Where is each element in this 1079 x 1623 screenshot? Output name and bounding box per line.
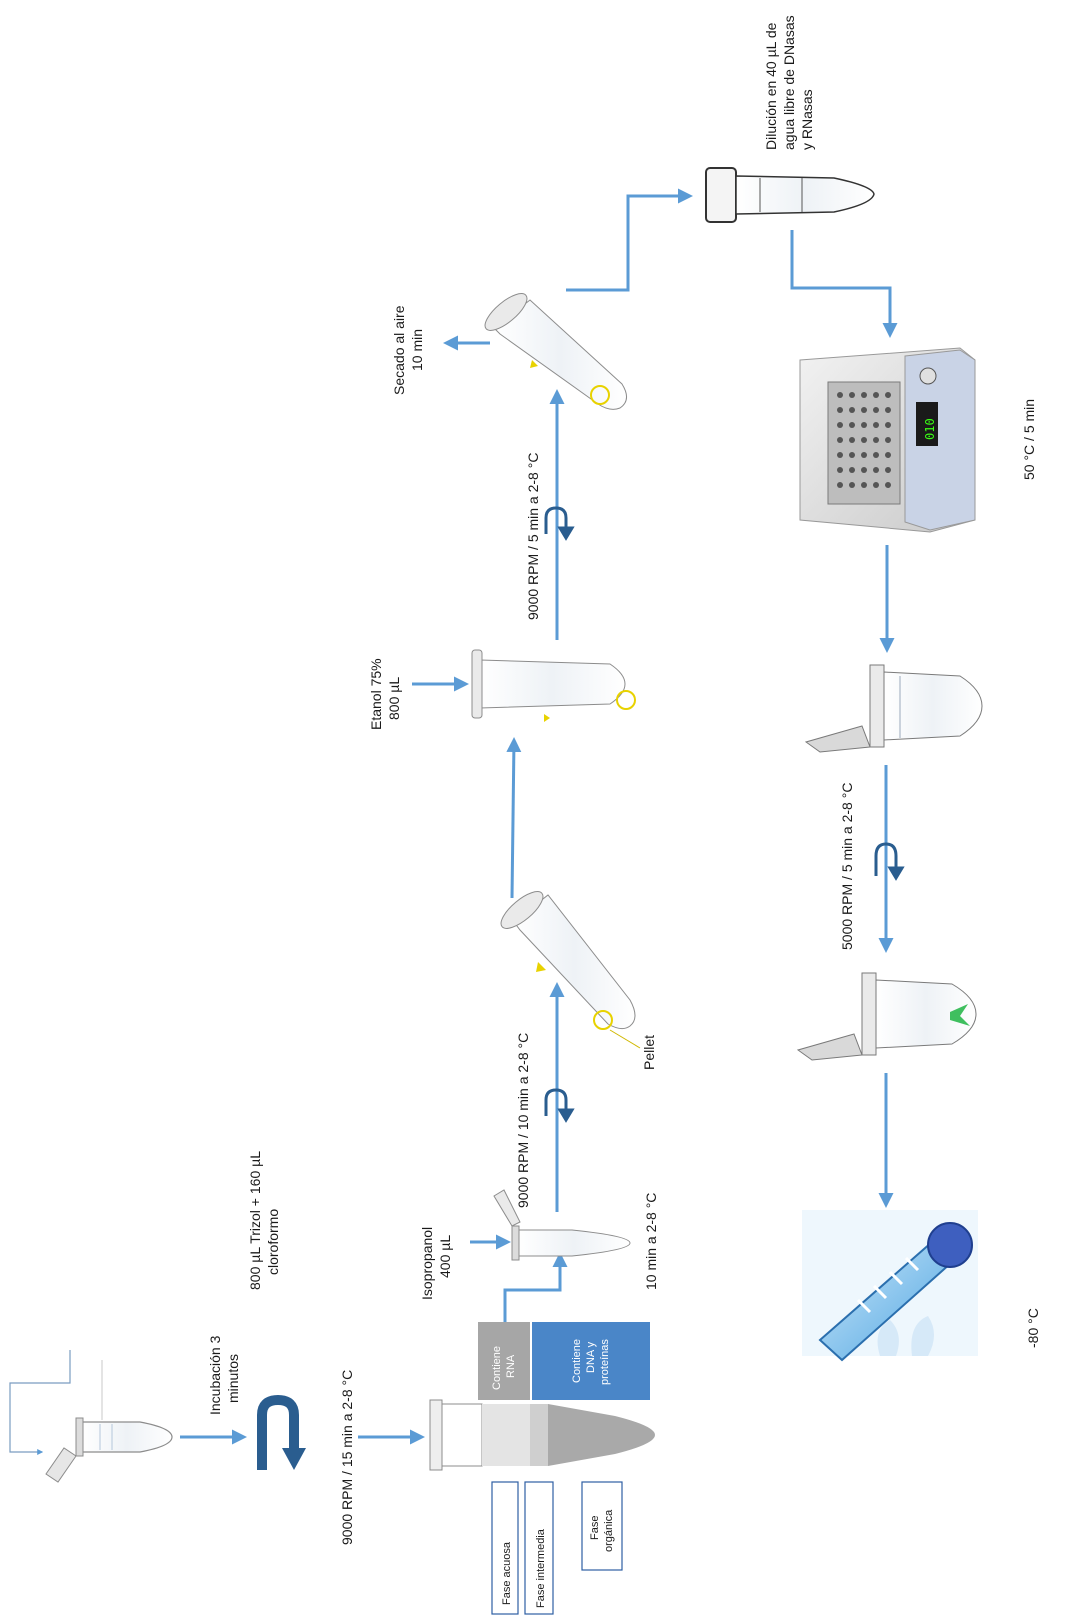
centrifuge-2-label: 9000 RPM / 10 min a 2-8 °C	[515, 1033, 531, 1208]
contiene-dna-label-3: proteínas	[599, 1339, 611, 1385]
step-final-tube	[796, 972, 977, 1208]
centrifuge-4-label: 5000 RPM / 5 min a 2-8 °C	[839, 783, 855, 950]
arrow-7	[566, 188, 693, 292]
etanol-label-2: 800 µL	[386, 677, 402, 720]
step-pellet: Pellet	[500, 737, 657, 1070]
arrow-5	[506, 737, 522, 899]
rotate-icon-4	[874, 842, 905, 881]
tube-1-icon	[45, 1417, 173, 1483]
step-etanol: Etanol 75% 800 µL 9000 RPM / 5 min a 2-8…	[368, 389, 636, 730]
step-trizol: 800 µL Trizol + 160 µL cloroformo Incuba…	[9, 1151, 425, 1545]
arrow-8	[790, 230, 898, 338]
rotate-icon-3	[544, 506, 575, 541]
arrow-3	[503, 1252, 568, 1322]
rotate-icon	[257, 1394, 306, 1470]
step-secado: Secado al aire 10 min	[391, 188, 693, 410]
tube-7-icon	[804, 664, 983, 753]
secado-label-2: 10 min	[409, 329, 425, 371]
dilucion-label-3: y RNasas	[799, 89, 815, 150]
tube-6-icon	[705, 167, 875, 223]
etanol-label: Etanol 75%	[368, 658, 384, 730]
fase-organica-label: Fase	[589, 1516, 601, 1540]
tube-3-icon	[500, 891, 636, 1030]
contiene-dna-label: Contiene	[571, 1339, 583, 1383]
heat-block-icon	[799, 347, 976, 533]
isopropanol-label-2: 400 µL	[437, 1235, 453, 1278]
tube-5-icon	[484, 293, 627, 410]
tube-8-icon	[796, 972, 977, 1061]
trizol-arrow	[9, 1350, 71, 1455]
tube-4-icon	[471, 649, 636, 722]
tube-2-icon	[493, 1189, 631, 1261]
step-isopropanol: Isopropanol 400 µL 10 min a 2-8 °C 9000 …	[419, 982, 659, 1300]
fase-organica-box	[581, 1481, 623, 1571]
trizol-label: 800 µL Trizol + 160 µL	[247, 1151, 263, 1290]
step-freeze: -80 °C	[802, 1210, 1041, 1362]
incubation-2-label: 10 min a 2-8 °C	[643, 1193, 659, 1290]
incubacion-label-2: minutos	[225, 1354, 241, 1403]
fase-organica-label-2: orgánica	[603, 1509, 615, 1552]
dilucion-label-2: agua libre de DNasas	[781, 15, 797, 150]
fase-acuosa-label: Fase acuosa	[501, 1541, 513, 1605]
dna-box	[532, 1322, 650, 1400]
step-heat-block: 010 50 °C / 5 min	[799, 347, 1037, 653]
contiene-rna-label: Contiene	[491, 1346, 503, 1390]
rotate-icon-2	[544, 1088, 575, 1123]
step-dilucion: Dilución en 40 µL de agua libre de DNasa…	[705, 15, 898, 338]
centrifuge-3-label: 9000 RPM / 5 min a 2-8 °C	[525, 453, 541, 620]
trizol-label-2: cloroformo	[265, 1209, 281, 1275]
heat-display: 010	[923, 418, 937, 440]
phase-tube-icon	[429, 1399, 655, 1471]
freeze-label: -80 °C	[1025, 1308, 1041, 1348]
pellet-pointer	[609, 1029, 641, 1049]
step-centrifuge-4: 5000 RPM / 5 min a 2-8 °C	[804, 664, 983, 953]
fase-intermedia-box	[524, 1481, 554, 1615]
fase-intermedia-label: Fase intermedia	[535, 1528, 547, 1608]
isopropanol-label: Isopropanol	[419, 1227, 435, 1300]
phase-separation: Contiene RNA Contiene DNA y proteínas Fa…	[429, 1252, 655, 1615]
rna-box	[478, 1322, 530, 1400]
centrifuge-1-label: 9000 RPM / 15 min a 2-8 °C	[339, 1370, 355, 1545]
freezer-icon	[802, 1210, 978, 1362]
pellet-label: Pellet	[641, 1035, 657, 1070]
contiene-rna-label-2: RNA	[505, 1354, 517, 1378]
contiene-dna-label-2: DNA y	[585, 1341, 597, 1373]
secado-label: Secado al aire	[391, 305, 407, 395]
incubacion-label: Incubación 3	[207, 1335, 223, 1415]
dilucion-label: Dilución en 40 µL de	[763, 22, 779, 150]
heat-block-label: 50 °C / 5 min	[1021, 399, 1037, 480]
fase-acuosa-box	[491, 1481, 519, 1615]
